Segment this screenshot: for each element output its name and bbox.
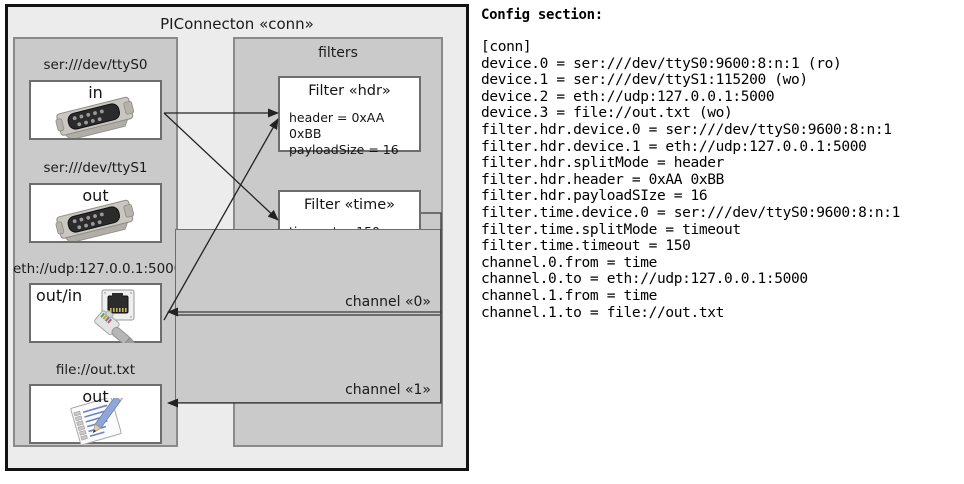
filter-title-time: Filter «time» [303,197,396,213]
filter-prop: header = 0xAA 0xBB [289,110,385,141]
filter-props-hdr: header = 0xAA 0xBB payloadSize = 16 [289,110,419,158]
device-label-ttyS1: ser:///dev/ttyS1 [43,160,148,176]
device-card-file[interactable]: out [29,384,162,446]
device-card-ttyS1[interactable]: out [29,183,162,245]
device-io-eth: out/in [36,286,83,305]
device-card-eth[interactable]: out/in [29,283,162,352]
channel-label-1: channel «1» [345,382,431,398]
config-text: [conn] device.0 = ser:///dev/ttyS0:9600:… [481,39,900,321]
filter-title-hdr: Filter «hdr» [308,83,391,99]
page-title: PIConnecton «conn» [160,15,314,33]
device-io-ttyS1: out [82,186,109,205]
filters-group-title: filters [318,45,358,61]
filter-prop: payloadSize = 16 [289,142,399,157]
config-heading: Config section: [481,7,603,23]
channel-box-0[interactable]: channel «0» [175,229,441,315]
ethernet-jack-icon [78,289,150,352]
device-label-ttyS0: ser:///dev/ttyS0 [43,57,148,73]
config-panel: Config section: [conn] device.0 = ser://… [481,7,959,321]
device-label-eth: eth://udp:127.0.0.1:5000 [13,261,183,277]
serial-port-icon [48,199,144,245]
channel-box-1[interactable]: channel «1» [175,315,441,403]
device-io-file: out [82,387,109,406]
serial-port-icon [48,96,144,142]
device-label-file: file://out.txt [55,362,136,378]
device-card-ttyS0[interactable]: in [29,80,162,142]
channel-label-0: channel «0» [345,294,431,310]
filter-card-hdr[interactable]: Filter «hdr» header = 0xAA 0xBB payloadS… [278,76,421,157]
device-io-ttyS0: in [88,83,103,102]
